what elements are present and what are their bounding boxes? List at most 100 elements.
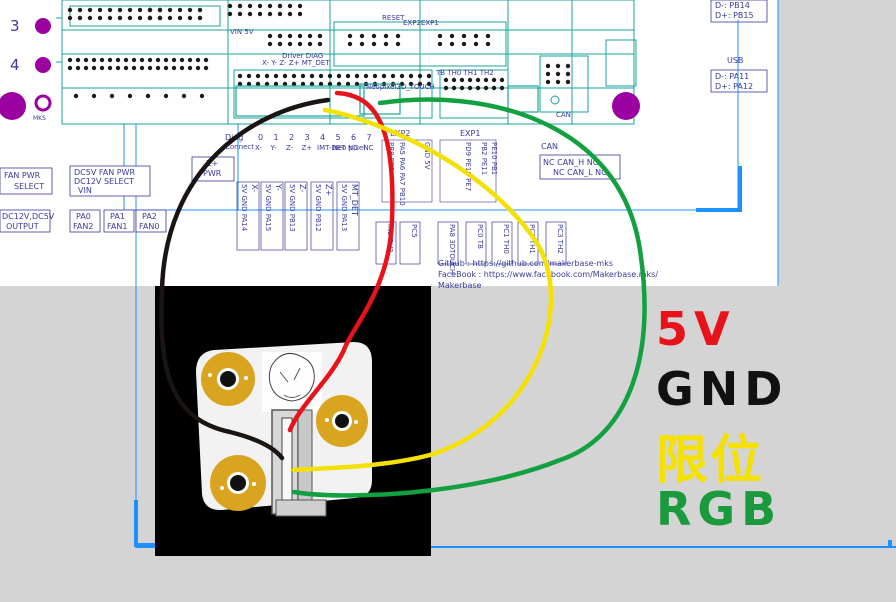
endstop-label-0: X-: [250, 184, 259, 192]
neopixel-label: Neopixel3D_TOUCH: [366, 83, 435, 91]
legend-gnd-text: GND: [656, 362, 789, 416]
diag-number-2: 2: [289, 133, 294, 142]
board-top-area: 3 4 MKS RESET EXP2EXP1 Driver DIAG X- Y-…: [0, 0, 768, 125]
diag-name-3: Z+: [302, 144, 313, 152]
diag-name-6: NC: [348, 144, 358, 152]
endstop-pins-4: 5V GND PA13: [340, 184, 348, 231]
diag-name-5: Neo pixel: [333, 144, 366, 152]
diag-number-4: 4: [320, 133, 325, 142]
endstop-pins-1: 5V GND PA15: [264, 184, 272, 231]
sensor-board: [196, 342, 372, 517]
mounting-pad-top-left: [201, 352, 255, 406]
usb-mid-line-2: D+: PA12: [715, 82, 753, 91]
endstop-label-1: Y-: [274, 183, 283, 191]
exp2-col3: GND 5V: [423, 142, 431, 170]
diag-connect: Connect: [225, 143, 254, 151]
diag-name-0: X-: [255, 144, 262, 152]
driver-diag-label: Driver DIAG: [282, 52, 323, 60]
exp1-col2: PD9 PE15 PE7: [464, 142, 472, 191]
bottom-pin-2: PA8 3DTOUCH: [448, 224, 456, 274]
left-edge-connectors: 3 4 MKS: [0, 17, 62, 122]
endstop-pin-labels: X-5V GND PA14 Y-5V GND PA15 Z-5V GND PB13 Z…: [236, 181, 360, 251]
diag-number-3: 3: [305, 133, 310, 142]
bottom-pin-1: PC5: [410, 224, 418, 238]
diag-number-0: 0: [258, 133, 263, 142]
fan-label-1: PA1: [110, 212, 125, 221]
diag-number-7: 7: [367, 133, 372, 142]
diag-name-4: IMT-DET: [317, 144, 346, 152]
fan-pwr-2-line1: DC5V FAN PWR: [74, 168, 135, 177]
fan-label-2: PA2: [142, 212, 157, 221]
usb-mid-line-1: D-: PA11: [715, 72, 749, 81]
diag-name-1: Y-: [270, 144, 277, 152]
fan-sub-1: FAN1: [107, 222, 127, 231]
left-number-3: 3: [10, 17, 20, 35]
power-output-line1: DC12V,DC5V: [2, 212, 55, 221]
github-link: Github : https://github.com/makerbase-mk…: [438, 259, 613, 268]
mounting-pad-bottom-left: [210, 455, 266, 511]
fan-pwr-2-line2: DC12V SELECT: [74, 177, 134, 186]
left-number-4: 4: [10, 56, 20, 74]
vin-5v-label: VIN 5V: [230, 28, 254, 36]
legend-5v-text: 5V: [656, 302, 736, 356]
driver-axes-label: X- Y- Z- Z+ MT_DET: [262, 59, 330, 67]
wire-5v-red: [287, 90, 395, 433]
legend-gnd: GND: [656, 362, 788, 416]
endstop-label-2: Z-: [298, 184, 307, 192]
wire-limit-yellow: [291, 107, 554, 473]
connector-pins: [67, 3, 571, 117]
mounting-hole-right: [612, 92, 640, 120]
can-chip-label: CAN: [556, 111, 571, 119]
legend-rgb-text: RGB: [656, 482, 783, 536]
can-title: CAN: [541, 142, 558, 151]
bottom-pin-6: PC3 TH2: [556, 224, 564, 254]
bottom-pin-4: PC1 TH0: [502, 224, 510, 254]
power-output-line2: OUTPUT: [6, 222, 39, 231]
exp-header-label: EXP2EXP1: [403, 19, 439, 27]
endstop-pins-0: 5V GND PA14: [240, 184, 248, 232]
usb-title: USB: [727, 56, 743, 65]
exp2-col2: PA5 PA6 PA7 PB10: [398, 142, 406, 206]
exp-vertical-pins: PB8 PB9 PA5 PA6 PA7 PB10 GND 5V PB2 PE11…: [381, 139, 498, 206]
diag-name-2: Z-: [286, 144, 294, 152]
endstop-pins-3: 5V GND PB12: [314, 184, 322, 232]
mounting-pad-right: [316, 395, 368, 447]
can-line2: NC CAN_L NC: [553, 168, 607, 177]
fan-sub-0: FAN2: [73, 222, 93, 231]
th-labels: TB TH0 TH1 TH2: [435, 69, 494, 77]
legend-limit: 限位: [656, 418, 764, 493]
bottom-pin-3: PC0 TB: [476, 224, 484, 249]
fan-pwr-1-line1: FAN PWR: [4, 171, 41, 180]
reset-label: RESET: [382, 14, 405, 22]
diag-number-5: 5: [336, 133, 341, 142]
wire-gnd-black: [159, 97, 331, 461]
usb-top-line-2: D+: PB15: [715, 11, 754, 20]
endstop-label-3: Z+: [324, 184, 333, 196]
sensor-connector: [271, 409, 327, 517]
fan-pwr-1-line2: SELECT: [14, 182, 44, 191]
z-pwr-line2: PWR: [203, 169, 222, 178]
fan-label-0: PA0: [76, 212, 91, 221]
wires: [159, 90, 647, 498]
wire-rgb-green: [291, 97, 647, 498]
diag-number-6: 6: [351, 133, 356, 142]
legend-rgb: RGB: [656, 482, 782, 536]
exp1-title: EXP1: [460, 129, 480, 138]
legend-5v: 5V: [656, 302, 736, 356]
mks-logo: MKS: [33, 115, 46, 122]
endstop-label-4: MT_DET: [350, 184, 359, 216]
fan-pwr-2-line3: VIN: [78, 186, 92, 195]
makerbase-text: Makerbase: [438, 281, 482, 290]
diag-name-7: NC: [364, 144, 374, 152]
exp1-col3: PE10 PB1: [490, 142, 498, 175]
endstop-pins-2: 5V GND PB13: [288, 184, 296, 232]
diag-number-1: 1: [274, 133, 279, 142]
usb-top-line-1: D-: PB14: [715, 1, 750, 10]
can-line1: NC CAN_H NC: [543, 158, 599, 167]
legend-limit-text: 限位: [656, 431, 765, 491]
